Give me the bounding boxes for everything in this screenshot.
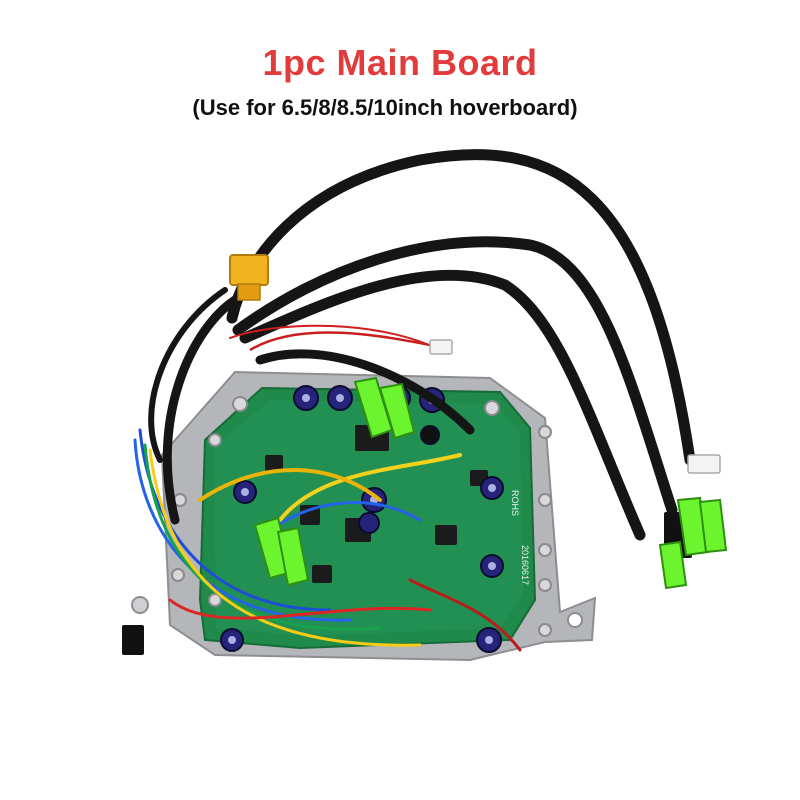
xt60-power-connector: [229, 254, 269, 301]
rohs-silkscreen: ROHS: [510, 490, 520, 516]
green-spade-terminals: [253, 376, 728, 590]
colored-motor-wires: [133, 324, 522, 652]
product-subtitle: (Use for 6.5/8/8.5/10inch hoverboard): [192, 95, 578, 120]
date-silkscreen: 20160617: [520, 545, 530, 585]
black-cable-harness: [148, 149, 696, 541]
mounting-screws: [171, 396, 552, 637]
hall-sensor-connector: [122, 625, 144, 655]
product-title: 1pc Main Board: [262, 42, 538, 83]
